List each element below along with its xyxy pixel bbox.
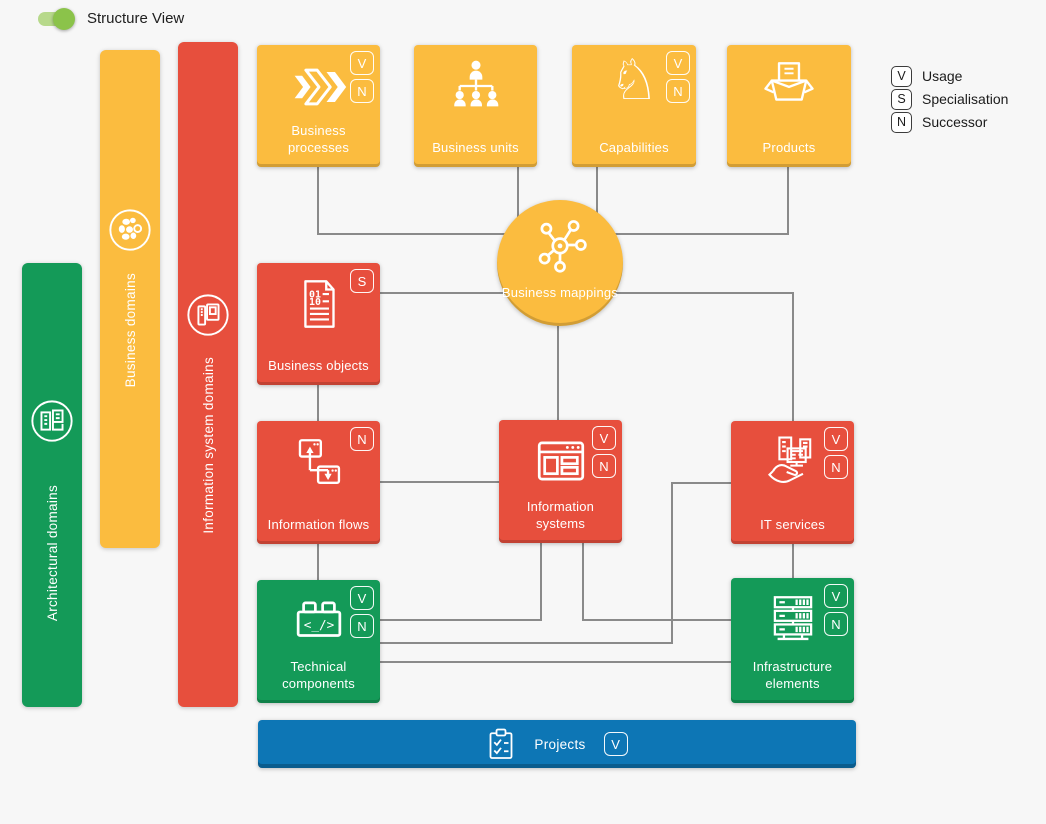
bar-label: Information system domains: [200, 356, 216, 534]
toggle-row: Structure View: [38, 7, 185, 30]
usage-badge: V: [592, 426, 616, 450]
usage-badge: V: [666, 51, 690, 75]
node-business-units[interactable]: Business units: [414, 45, 537, 167]
legend-row-usage: V Usage: [891, 65, 1008, 87]
app-window-icon: [499, 432, 622, 490]
node-label: Projects: [534, 736, 586, 752]
node-label: IT services: [760, 517, 825, 533]
legend-label: Specialisation: [922, 91, 1009, 107]
node-capabilities[interactable]: V N ♘ Capabilities: [572, 45, 696, 167]
structure-view-toggle[interactable]: [38, 7, 75, 30]
server-stack-icon: [731, 590, 854, 648]
usage-badge: V: [603, 732, 628, 756]
process-chevrons-icon: [257, 57, 380, 117]
bar-business-domains[interactable]: Business domains: [100, 50, 160, 548]
bar-label: Business domains: [122, 272, 138, 388]
node-projects[interactable]: Projects V: [258, 720, 856, 768]
bar-label: Architectural domains: [44, 484, 60, 622]
node-it-services[interactable]: V N IT services: [731, 421, 854, 544]
successor-badge: N: [824, 455, 848, 479]
legend: V Usage S Specialisation N Successor: [891, 65, 1009, 133]
specialisation-badge: S: [350, 269, 374, 293]
successor-badge: N: [666, 79, 690, 103]
node-label: Business units: [432, 140, 519, 156]
node-business-mappings[interactable]: Business mappings: [497, 200, 623, 326]
node-label: Infrastructure elements: [752, 659, 833, 692]
svg-text:<_/>: <_/>: [303, 617, 334, 632]
legend-row-successor: N Successor: [891, 111, 1008, 133]
node-information-systems[interactable]: V N Information systems: [499, 420, 622, 543]
node-label: Products: [762, 140, 816, 156]
node-label: Technical components: [282, 659, 355, 692]
hub-network-icon: [497, 216, 623, 274]
node-products[interactable]: Products: [727, 45, 851, 167]
open-box-icon: [727, 57, 851, 115]
legend-row-specialisation: S Specialisation: [891, 88, 1009, 110]
flow-windows-icon: [257, 433, 380, 491]
node-label: Business mappings: [501, 285, 619, 301]
successor-badge-key: N: [891, 111, 912, 133]
usage-badge: V: [350, 51, 374, 75]
bar-architectural-domains[interactable]: Architectural domains: [22, 263, 82, 707]
toggle-knob[interactable]: [53, 7, 75, 30]
data-document-icon: 01 10: [257, 275, 380, 333]
successor-badge: N: [350, 79, 374, 103]
node-label: Capabilities: [599, 140, 669, 156]
usage-badge: V: [824, 584, 848, 608]
successor-badge: N: [350, 614, 374, 638]
org-chart-icon: [414, 57, 537, 115]
information-system-domains-icon: [185, 292, 231, 338]
node-business-objects[interactable]: S 01 10 Business objects: [257, 263, 380, 385]
node-label: Information systems: [526, 499, 595, 532]
node-label: Information flows: [267, 517, 370, 533]
usage-badge-key: V: [891, 65, 912, 87]
node-infrastructure-elements[interactable]: V N Infrastructure elements: [731, 578, 854, 703]
successor-badge: N: [592, 454, 616, 478]
successor-badge: N: [824, 612, 848, 636]
specialisation-badge-key: S: [891, 88, 912, 110]
code-brick-icon: <_/>: [257, 592, 380, 650]
business-domains-icon: [107, 207, 153, 253]
node-technical-components[interactable]: V N <_/> Technical components: [257, 580, 380, 703]
architectural-domains-icon: [29, 398, 75, 444]
svg-text:01: 01: [309, 290, 321, 301]
usage-badge: V: [350, 586, 374, 610]
chess-knight-icon: ♘: [608, 48, 660, 113]
toggle-label: Structure View: [87, 10, 185, 27]
successor-badge: N: [350, 427, 374, 451]
usage-badge: V: [824, 427, 848, 451]
hand-service-icon: [731, 433, 854, 491]
node-business-processes[interactable]: V N Business processes: [257, 45, 380, 167]
node-label: Business processes: [287, 123, 350, 156]
clipboard-checklist-icon: [486, 728, 516, 761]
legend-label: Usage: [922, 68, 963, 84]
node-information-flows[interactable]: N Information flows: [257, 421, 380, 544]
bar-information-system-domains[interactable]: Information system domains: [178, 42, 238, 707]
node-label: Business objects: [268, 358, 369, 374]
legend-label: Successor: [922, 114, 988, 130]
svg-text:10: 10: [309, 297, 321, 308]
